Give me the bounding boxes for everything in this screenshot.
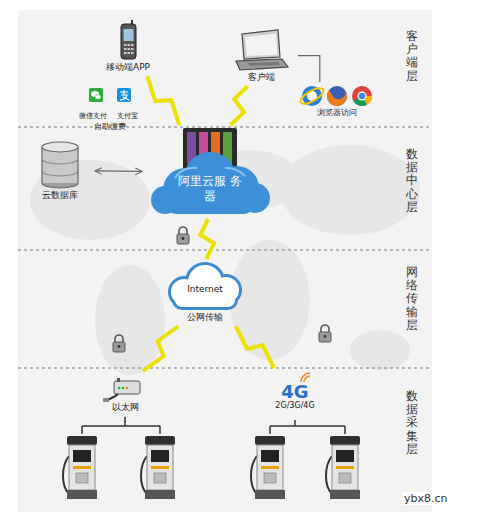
router-graphic [98,374,152,402]
node-text: 客户端 [226,72,296,83]
charging-piles [63,436,360,499]
db-graphic [28,140,92,190]
node-text: 阿里云服 务器 [178,174,242,204]
router-icon [98,374,152,402]
node-text: 浏览器访问 [294,108,380,118]
watermark: ybx8.cn [402,492,450,505]
g4-graphic [258,371,332,383]
panel [18,10,432,512]
world-map [30,145,420,375]
self-payment: 微信支付支付宝自助缴费 [76,87,144,132]
laptop-graphic [226,28,296,72]
node-text: 微信支付 [76,112,110,121]
node-text: Internet [187,284,223,295]
lock-icons [113,227,331,352]
node-text: 支付宝 [110,112,144,121]
charger-wiring [82,417,345,434]
aliyun-server: 阿里云服 务器 [145,128,275,216]
layer-title: 客户端层 [406,30,418,83]
pc-client: 客户端 [226,28,296,83]
phone-icon [93,20,163,62]
wireless-link [236,326,274,368]
ethernet-router: 以太网 [98,374,152,413]
layer-title: 数据采集层 [406,390,418,456]
node-text: 4G [258,383,332,401]
wireless-link [147,76,179,125]
node-text: 以太网 [98,402,152,413]
layer-title: 数据中心层 [406,148,418,214]
layer-title: 网络传输层 [406,266,418,332]
db-icon [28,140,92,190]
g4-icon [258,371,332,383]
layer-divider [18,127,432,368]
connector-line [95,170,142,172]
node-text: 公网传输 [158,312,252,323]
browser-graphic [294,84,380,108]
node-text: 自助缴费 [76,122,144,132]
phone-graphic [93,20,163,62]
node-text: 移动端APP [93,62,163,73]
mobile-app: 移动端APP [93,20,163,73]
wireless-link [200,219,214,259]
wireless-link [143,326,178,371]
node-text: 云数据库 [28,190,92,201]
internet-cloud: Internet 公网传输 [158,262,252,323]
wireless-link [231,86,248,125]
connector-line [298,56,320,82]
cellular-network: 4G2G/3G/4G [258,371,332,411]
pay-graphic [76,87,144,103]
node-text: 2G/3G/4G [258,401,332,411]
browser-access: 浏览器访问 [294,84,380,118]
pay-icon [76,87,144,103]
laptop-icon [226,28,296,72]
cloud-database: 云数据库 [28,140,92,201]
browser-icon [294,84,380,108]
